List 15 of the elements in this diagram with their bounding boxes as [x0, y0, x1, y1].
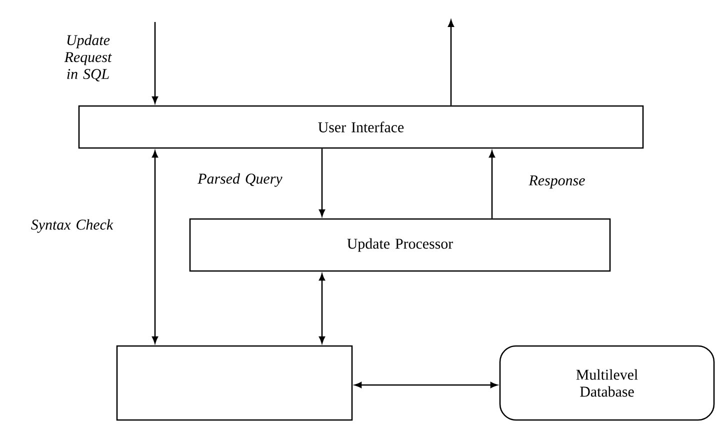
- arrow: [152, 22, 158, 104]
- edge-label: Update Request in SQL: [64, 34, 112, 82]
- arrow: [489, 150, 495, 218]
- process-box: Update Processor: [189, 218, 611, 272]
- arrow: [152, 150, 158, 344]
- arrow: [448, 20, 454, 106]
- edge-label: Response: [528, 176, 585, 188]
- edge-label: Syntax Check: [31, 219, 114, 233]
- arrow: [319, 274, 325, 344]
- arrow: [319, 148, 325, 216]
- process-box: User Interface: [78, 105, 644, 149]
- database-box: Multilevel Database: [499, 345, 715, 421]
- edge-label: Parsed Query: [198, 173, 282, 187]
- arrow: [354, 382, 498, 388]
- empty-box: [116, 345, 353, 421]
